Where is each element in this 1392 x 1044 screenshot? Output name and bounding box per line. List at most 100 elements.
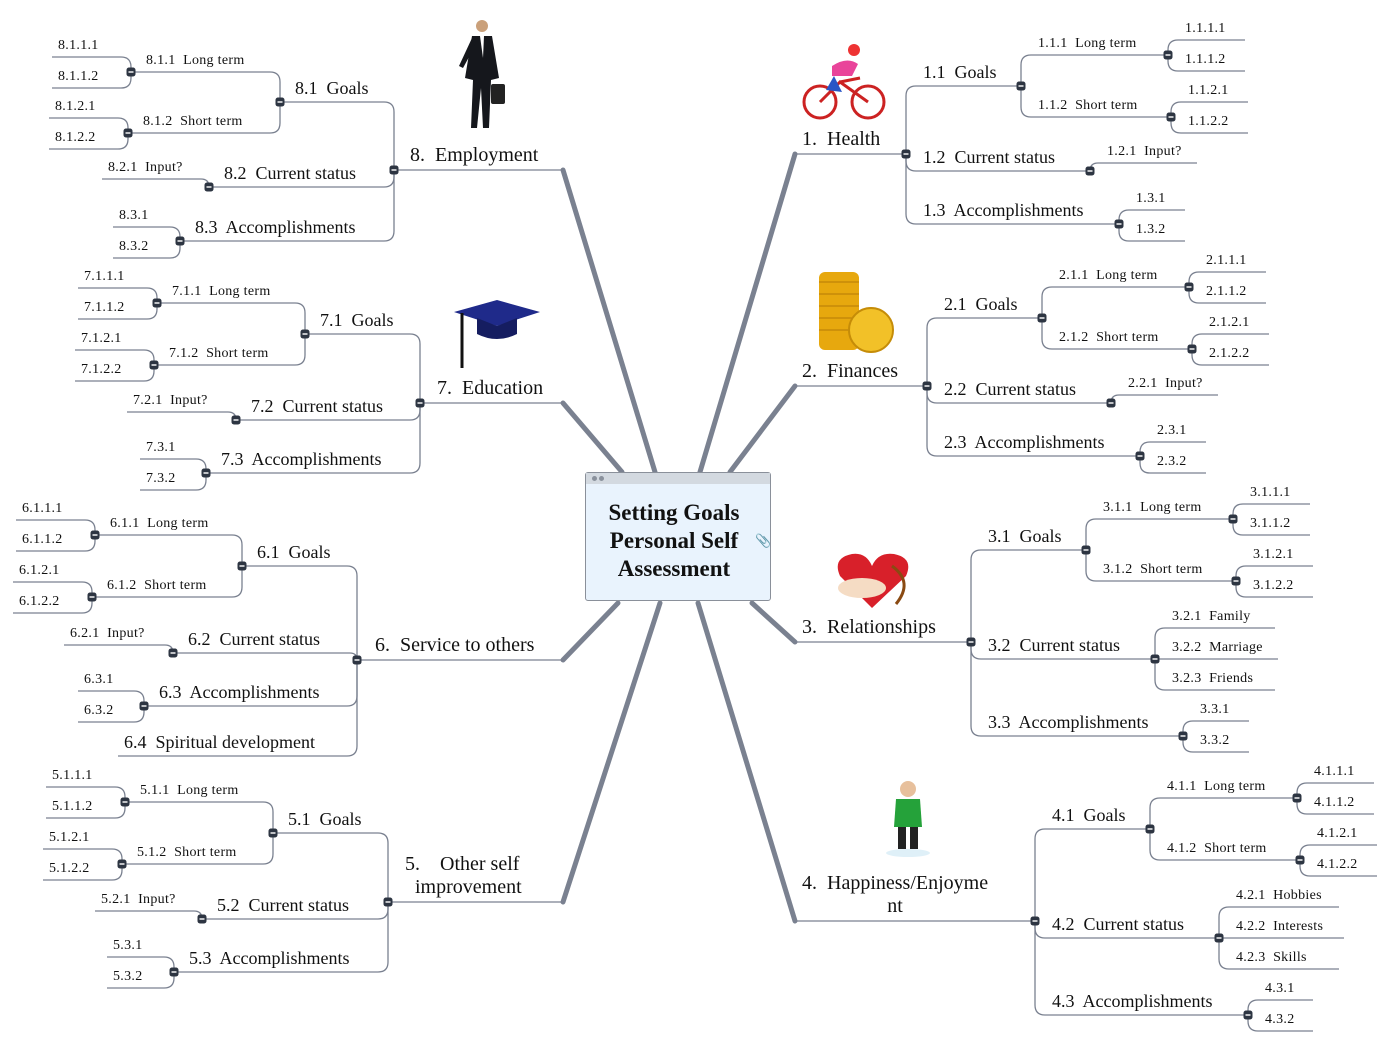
subtopic[interactable]: 5.1.1 Long term <box>140 782 239 798</box>
subtopic[interactable]: 8.1 Goals <box>295 78 369 99</box>
collapse-button[interactable] <box>1166 112 1176 122</box>
collapse-button[interactable] <box>1106 398 1116 408</box>
central-topic[interactable]: Setting Goals Personal Self Assessment 📎 <box>585 472 771 601</box>
collapse-button[interactable] <box>300 329 310 339</box>
subtopic[interactable]: 6.1.2 Short term <box>107 577 207 593</box>
collapse-button[interactable] <box>149 360 159 370</box>
subtopic[interactable]: 1.3 Accomplishments <box>923 200 1084 221</box>
collapse-button[interactable] <box>117 859 127 869</box>
subtopic[interactable]: 8.1.1.1 <box>58 37 99 53</box>
subtopic[interactable]: 2.1.2 Short term <box>1059 329 1159 345</box>
subtopic[interactable]: 1.1.2.1 <box>1188 82 1229 98</box>
subtopic[interactable]: 3.1.2.1 <box>1253 546 1294 562</box>
subtopic[interactable]: 7.1.1 Long term <box>172 283 271 299</box>
collapse-button[interactable] <box>139 701 149 711</box>
collapse-button[interactable] <box>90 530 100 540</box>
subtopic[interactable]: 3.1.2 Short term <box>1103 561 1203 577</box>
subtopic[interactable]: 7.1.2.1 <box>81 330 122 346</box>
collapse-button[interactable] <box>87 592 97 602</box>
collapse-button[interactable] <box>1178 731 1188 741</box>
subtopic[interactable]: 2.3.1 <box>1157 422 1187 438</box>
collapse-button[interactable] <box>352 655 362 665</box>
subtopic[interactable]: 4.1.2 Short term <box>1167 840 1267 856</box>
subtopic[interactable]: 4.1.1.2 <box>1314 794 1355 810</box>
subtopic[interactable]: 4.1 Goals <box>1052 805 1126 826</box>
subtopic[interactable]: 7.3.1 <box>146 439 176 455</box>
subtopic[interactable]: 6.1.1.1 <box>22 500 63 516</box>
subtopic[interactable]: 8.3.1 <box>119 207 149 223</box>
subtopic[interactable]: 5.2 Current status <box>217 895 349 916</box>
subtopic[interactable]: 2.2.1 Input? <box>1128 375 1203 391</box>
subtopic[interactable]: 6.1.2.1 <box>19 562 60 578</box>
subtopic[interactable]: 7.1 Goals <box>320 310 394 331</box>
main-topic[interactable]: 5. Other self improvement <box>405 853 522 898</box>
subtopic[interactable]: 8.2 Current status <box>224 163 356 184</box>
subtopic[interactable]: 3.3.2 <box>1200 732 1230 748</box>
subtopic[interactable]: 3.3 Accomplishments <box>988 712 1149 733</box>
subtopic[interactable]: 8.1.2.1 <box>55 98 96 114</box>
subtopic[interactable]: 4.2 Current status <box>1052 914 1184 935</box>
main-topic[interactable]: 4. Happiness/Enjoyme nt <box>802 872 989 917</box>
subtopic[interactable]: 6.3.1 <box>84 671 114 687</box>
subtopic[interactable]: 5.3.2 <box>113 968 143 984</box>
subtopic[interactable]: 1.1 Goals <box>923 62 997 83</box>
subtopic[interactable]: 4.1.1 Long term <box>1167 778 1266 794</box>
collapse-button[interactable] <box>1231 576 1241 586</box>
collapse-button[interactable] <box>120 797 130 807</box>
subtopic[interactable]: 6.2.1 Input? <box>70 625 145 641</box>
collapse-button[interactable] <box>268 828 278 838</box>
subtopic[interactable]: 2.3.2 <box>1157 453 1187 469</box>
collapse-button[interactable] <box>389 165 399 175</box>
subtopic[interactable]: 4.1.2.2 <box>1317 856 1358 872</box>
subtopic[interactable]: 2.1 Goals <box>944 294 1018 315</box>
subtopic[interactable]: 6.1.2.2 <box>19 593 60 609</box>
subtopic[interactable]: 7.3 Accomplishments <box>221 449 382 470</box>
subtopic[interactable]: 7.2 Current status <box>251 396 383 417</box>
collapse-button[interactable] <box>1114 219 1124 229</box>
collapse-button[interactable] <box>275 97 285 107</box>
main-topic[interactable]: 8. Employment <box>410 144 539 166</box>
subtopic[interactable]: 1.1.2 Short term <box>1038 97 1138 113</box>
subtopic[interactable]: 1.3.2 <box>1136 221 1166 237</box>
collapse-button[interactable] <box>1243 1010 1253 1020</box>
paperclip-icon[interactable]: 📎 <box>755 533 772 548</box>
subtopic[interactable]: 8.3.2 <box>119 238 149 254</box>
collapse-button[interactable] <box>175 236 185 246</box>
subtopic[interactable]: 7.1.1.1 <box>84 268 125 284</box>
collapse-button[interactable] <box>1030 916 1040 926</box>
subtopic[interactable]: 8.1.2 Short term <box>143 113 243 129</box>
subtopic[interactable]: 2.1.2.2 <box>1209 345 1250 361</box>
subtopic[interactable]: 4.3.1 <box>1265 980 1295 996</box>
subtopic[interactable]: 1.2 Current status <box>923 147 1055 168</box>
subtopic[interactable]: 4.3.2 <box>1265 1011 1295 1027</box>
subtopic[interactable]: 2.1.1.2 <box>1206 283 1247 299</box>
subtopic[interactable]: 6.1.1.2 <box>22 531 63 547</box>
subtopic[interactable]: 2.1.1.1 <box>1206 252 1247 268</box>
subtopic[interactable]: 1.1.1.1 <box>1185 20 1226 36</box>
collapse-button[interactable] <box>901 149 911 159</box>
subtopic[interactable]: 1.3.1 <box>1136 190 1166 206</box>
collapse-button[interactable] <box>237 561 247 571</box>
subtopic[interactable]: 3.1.1.2 <box>1250 515 1291 531</box>
main-topic[interactable]: 7. Education <box>437 377 544 399</box>
subtopic[interactable]: 3.1.1 Long term <box>1103 499 1202 515</box>
collapse-button[interactable] <box>1214 933 1224 943</box>
subtopic[interactable]: 4.2.1 Hobbies <box>1236 887 1322 903</box>
subtopic[interactable]: 5.1.2.2 <box>49 860 90 876</box>
main-topic[interactable]: 3. Relationships <box>802 616 936 638</box>
subtopic[interactable]: 3.1 Goals <box>988 526 1062 547</box>
collapse-button[interactable] <box>1081 545 1091 555</box>
collapse-button[interactable] <box>383 897 393 907</box>
subtopic[interactable]: 3.2 Current status <box>988 635 1120 656</box>
collapse-button[interactable] <box>204 182 214 192</box>
subtopic[interactable]: 8.1.2.2 <box>55 129 96 145</box>
collapse-button[interactable] <box>1016 81 1026 91</box>
collapse-button[interactable] <box>197 914 207 924</box>
subtopic[interactable]: 3.2.3 Friends <box>1172 670 1254 686</box>
collapse-button[interactable] <box>966 637 976 647</box>
subtopic[interactable]: 7.1.1.2 <box>84 299 125 315</box>
subtopic[interactable]: 8.1.1 Long term <box>146 52 245 68</box>
collapse-button[interactable] <box>1163 50 1173 60</box>
collapse-button[interactable] <box>201 468 211 478</box>
subtopic[interactable]: 7.1.2.2 <box>81 361 122 377</box>
